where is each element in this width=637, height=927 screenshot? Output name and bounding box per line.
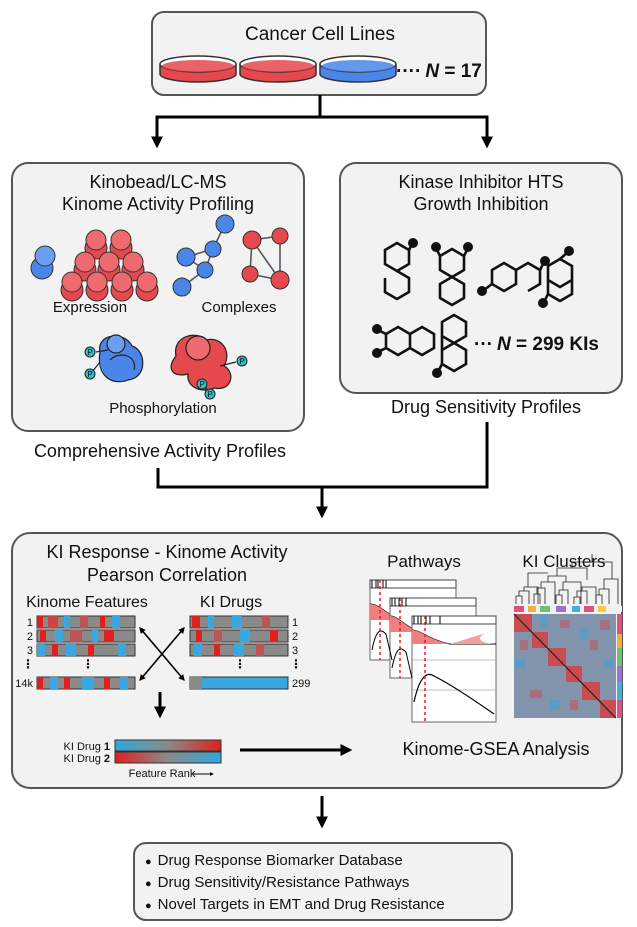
svg-text:P: P [199, 380, 204, 389]
ki-drug-2-label: KI Drug 2 [64, 753, 110, 765]
drug-row [189, 643, 289, 657]
drug-row [189, 629, 289, 643]
petri-dish-red-1-icon [159, 55, 237, 83]
outcome-item: ●Novel Targets in EMT and Drug Resistanc… [145, 896, 445, 913]
cluster-strip-marks [514, 606, 606, 612]
feature-row [36, 643, 136, 657]
feature-rows-ellipsis: ⋮ [82, 657, 94, 671]
cell-lines-count: ····N = 17 [396, 61, 482, 82]
kinome-features-label: Kinome Features [26, 594, 148, 611]
cell-lines-box: Cancer Cell Lines ····N = 17 [151, 11, 487, 96]
phosphorylation-label: Phosphorylation [109, 400, 217, 417]
kinome-feature-rows [36, 615, 136, 690]
split-arrows [151, 95, 493, 149]
gsea-label: Kinome-GSEA Analysis [402, 739, 589, 759]
hts-count: ···N = 299 KIs [474, 334, 599, 355]
feature-rows-ellipsis: ⋮ [22, 657, 34, 671]
cluster-color-strip [514, 606, 622, 612]
ki-clusters-label: KI Clusters [522, 552, 605, 571]
petri-dish-blue-icon [319, 55, 397, 83]
svg-text:2: 2 [27, 631, 33, 643]
phospho-protein-red-icon [170, 334, 237, 392]
ki-cluster-heatmap [513, 613, 617, 719]
feature-row-labels: 1 2 3 14k [15, 617, 33, 690]
drug-row [189, 676, 289, 690]
drug-row-labels: 1 2 3 299 [292, 617, 310, 690]
feature-rank-label: Feature Rank [129, 768, 196, 780]
ranked-feature-bars [114, 739, 222, 764]
analysis-title-1: KI Response - Kinome Activity [46, 542, 287, 562]
cluster-side-strip [617, 614, 622, 718]
phosphate-marks: P P P P P [84, 346, 248, 400]
svg-text:P: P [87, 370, 92, 379]
svg-text:299: 299 [292, 678, 310, 690]
hts-caption: Drug Sensitivity Profiles [391, 397, 581, 417]
drug-rows-ellipsis: ⋮ [290, 657, 302, 671]
ki-drug-rows [189, 615, 289, 690]
kinobead-box: Kinobead/LC-MS Kinome Activity Profiling… [11, 162, 305, 432]
ki-drugs-label: KI Drugs [200, 594, 262, 611]
hts-title-2: Growth Inhibition [413, 194, 548, 214]
drug-row [189, 615, 289, 629]
drug-rows-ellipsis: ⋮ [234, 657, 246, 671]
feature-row [36, 615, 136, 629]
svg-text:3: 3 [27, 645, 33, 657]
correlation-cross-arrows [139, 627, 185, 681]
complexes-label: Complexes [201, 299, 276, 316]
analysis-box: KI Response - Kinome Activity Pearson Co… [11, 532, 623, 789]
svg-text:3: 3 [292, 645, 298, 657]
ki-drug-1-label: KI Drug 1 [64, 741, 110, 753]
hts-box: Kinase Inhibitor HTS Growth Inhibition [339, 162, 623, 394]
merge-arrows [156, 422, 489, 519]
cluster-dendrogram [515, 554, 619, 604]
expression-protein-icon [30, 229, 159, 302]
kinobead-title-2: Kinome Activity Profiling [62, 194, 254, 214]
svg-text:2: 2 [292, 631, 298, 643]
svg-text:P: P [207, 390, 212, 399]
analysis-title-2: Pearson Correlation [87, 565, 247, 585]
feature-row [36, 676, 136, 690]
outcomes-box: ●Drug Response Biomarker Database ●Drug … [133, 842, 513, 921]
svg-text:1: 1 [292, 617, 298, 629]
pathways-label: Pathways [387, 552, 461, 571]
gsea-enrichment-plots [369, 579, 497, 723]
svg-text:P: P [239, 357, 244, 366]
svg-text:14k: 14k [15, 678, 33, 690]
kinobead-caption: Comprehensive Activity Profiles [34, 441, 286, 461]
complexes-network-icon [172, 214, 290, 297]
svg-text:P: P [87, 348, 92, 357]
structure-substituents [372, 238, 574, 378]
outcome-item: ●Drug Sensitivity/Resistance Pathways [145, 874, 409, 891]
outcome-item: ●Drug Response Biomarker Database [145, 852, 403, 869]
expression-label: Expression [53, 299, 127, 316]
cell-lines-title: Cancer Cell Lines [245, 24, 395, 45]
svg-text:1: 1 [27, 617, 33, 629]
petri-dish-red-2-icon [239, 55, 317, 83]
enrichment-plot [411, 615, 497, 723]
kinobead-title-1: Kinobead/LC-MS [89, 172, 226, 192]
feature-row [36, 629, 136, 643]
hts-title-1: Kinase Inhibitor HTS [398, 172, 563, 192]
